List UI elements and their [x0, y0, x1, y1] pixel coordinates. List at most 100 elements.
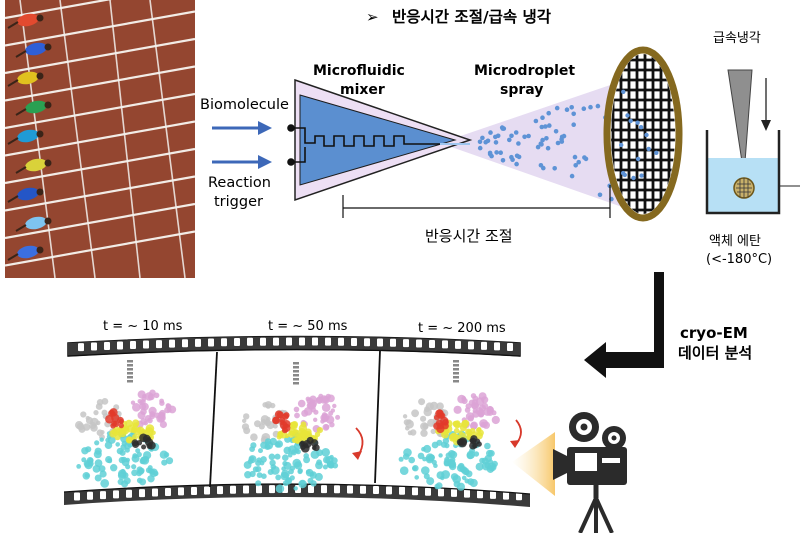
protein-pink-domain [137, 411, 146, 420]
protein-yellow-domain [288, 430, 296, 438]
protein-pink-domain [142, 394, 147, 399]
protein-pink-domain [472, 408, 478, 414]
film-sprocket-hole [481, 341, 487, 350]
protein-pink-domain [316, 396, 323, 404]
film-strip [63, 335, 531, 507]
protein-cyan-domain [316, 459, 322, 466]
film-sprocket-hole [438, 488, 444, 497]
protein-pink-domain [478, 392, 487, 401]
protein-pink-domain [453, 405, 462, 414]
film-sprocket-hole [130, 341, 136, 349]
protein-pink-domain [321, 403, 331, 412]
protein-yellow-domain [301, 430, 310, 440]
protein-yellow-domain [289, 421, 297, 429]
protein-cyan-domain [131, 464, 137, 470]
protein-yellow-domain [453, 434, 460, 441]
protein-pink-domain [477, 409, 484, 416]
droplet [509, 133, 514, 139]
film-sprocket-hole [403, 339, 409, 348]
lane-line [5, 175, 195, 212]
protein-cyan-domain [107, 458, 113, 464]
protein-cyan-domain [131, 454, 140, 463]
film-sprocket-hole [334, 485, 340, 494]
protein-cyan-domain [487, 459, 494, 465]
protein-grey-domain [262, 402, 268, 408]
reaction-label-line2: trigger [214, 194, 263, 210]
protein-grey-domain [100, 430, 105, 435]
droplet [507, 137, 512, 143]
film-sprocket-hole [74, 492, 80, 501]
protein-structure-frame-2 [241, 362, 341, 494]
film-sprocket-hole [516, 492, 522, 501]
protein-grey-domain [254, 420, 261, 428]
film-sprocket-hole [247, 337, 253, 346]
protein-pink-domain [322, 423, 330, 431]
grid-droplet [631, 175, 636, 181]
protein-pink-domain [328, 410, 334, 416]
protein-grey-domain [422, 423, 429, 430]
protein-red-site [105, 414, 114, 424]
protein-structure-frame-3 [398, 360, 500, 491]
em-grid [603, 46, 683, 222]
protein-pink-domain [148, 406, 157, 415]
protein-grey-domain [90, 424, 98, 432]
protein-cyan-domain [161, 459, 168, 466]
protein-grey-domain [424, 406, 430, 413]
film-sprocket-hole [351, 338, 357, 346]
droplet [547, 123, 552, 128]
biomolecule-label: Biomolecule [200, 97, 289, 113]
droplet [540, 115, 545, 120]
droplet [516, 141, 521, 146]
protein-yellow-domain [144, 427, 154, 436]
microfluidic-mixer [287, 78, 473, 202]
protein-cyan-domain [82, 472, 91, 480]
runner [17, 129, 39, 143]
film-sprocket-hole [273, 337, 279, 346]
film-sprocket-hole [321, 485, 327, 494]
protein-grey-domain [80, 411, 87, 418]
protein-grey-domain [243, 413, 250, 420]
protein-cyan-domain [438, 453, 443, 458]
protein-cyan-domain [408, 456, 416, 464]
protein-pink-domain [461, 397, 468, 405]
protein-cyan-domain [255, 460, 262, 466]
protein-grey-domain [85, 416, 94, 425]
protein-red-site [118, 422, 125, 429]
protein-cyan-domain [105, 437, 110, 443]
protein-cyan-domain [282, 454, 289, 462]
input-arrow-trigger [212, 155, 272, 169]
film-sprocket-hole [425, 487, 431, 496]
protein-cyan-domain [258, 448, 263, 454]
protein-yellow-domain [291, 437, 298, 444]
film-sprocket-hole [191, 487, 197, 495]
protein-grey-domain [411, 409, 419, 418]
protein-cyan-domain [466, 450, 475, 459]
protein-black-site [145, 438, 154, 447]
protein-cyan-domain [440, 441, 448, 448]
protein-cyan-domain [275, 474, 282, 481]
runner-leg [7, 21, 19, 29]
protein-cyan-domain [274, 441, 281, 448]
protein-cyan-domain [261, 473, 267, 480]
reaction-time-bracket [342, 185, 611, 218]
film-sprocket-hole [373, 486, 379, 494]
protein-red-site [118, 418, 124, 424]
protein-helix [453, 360, 459, 363]
protein-pink-domain [293, 406, 300, 413]
spray-label-line2: spray [500, 82, 543, 98]
movie-camera-icon [512, 412, 627, 533]
protein-pink-domain [132, 403, 141, 412]
film-sprocket-hole [113, 490, 119, 499]
runner-leg [7, 79, 19, 87]
protein-pink-domain [329, 422, 335, 428]
grid-droplet [628, 118, 633, 124]
spray-cone [440, 80, 625, 208]
protein-cyan-domain [423, 444, 432, 453]
protein-pink-domain [159, 414, 165, 420]
protein-cyan-domain [255, 480, 262, 487]
ethane-label-line2: (<-180°C) [706, 252, 772, 267]
grid-droplet [625, 113, 630, 118]
protein-helix [293, 366, 299, 369]
runner-head [44, 101, 52, 109]
droplet [514, 153, 520, 159]
